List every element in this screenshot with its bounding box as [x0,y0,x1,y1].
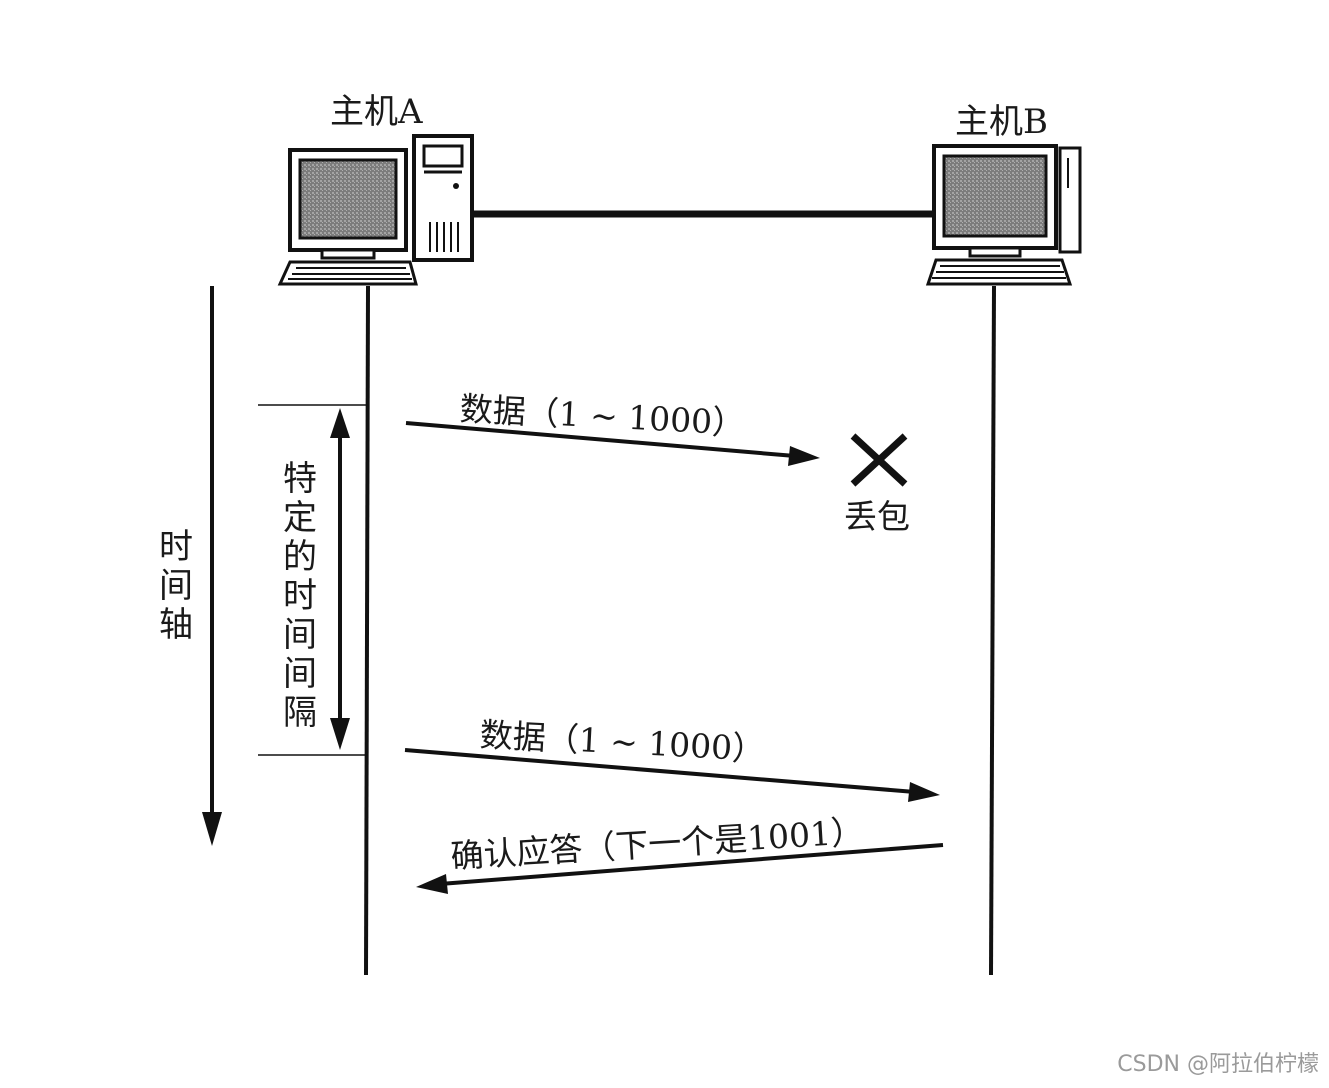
host-a-label: 主机A [330,84,423,133]
time-axis-label: 时间轴 [156,528,196,645]
interval-label: 特定的时间间隔 [280,460,320,733]
host-b-label: 主机B [955,94,1048,143]
packet-loss-x-icon [853,436,905,484]
host-b-computer-icon [928,146,1080,284]
packet-loss-label: 丢包 [844,490,910,538]
host-a-lifeline [366,286,368,975]
time-axis-arrow [202,286,222,846]
interval-double-arrow [330,408,350,750]
host-a-computer-icon [280,136,472,284]
csdn-watermark: CSDN @阿拉伯柠檬 [1117,1046,1319,1078]
host-b-lifeline [991,286,994,975]
